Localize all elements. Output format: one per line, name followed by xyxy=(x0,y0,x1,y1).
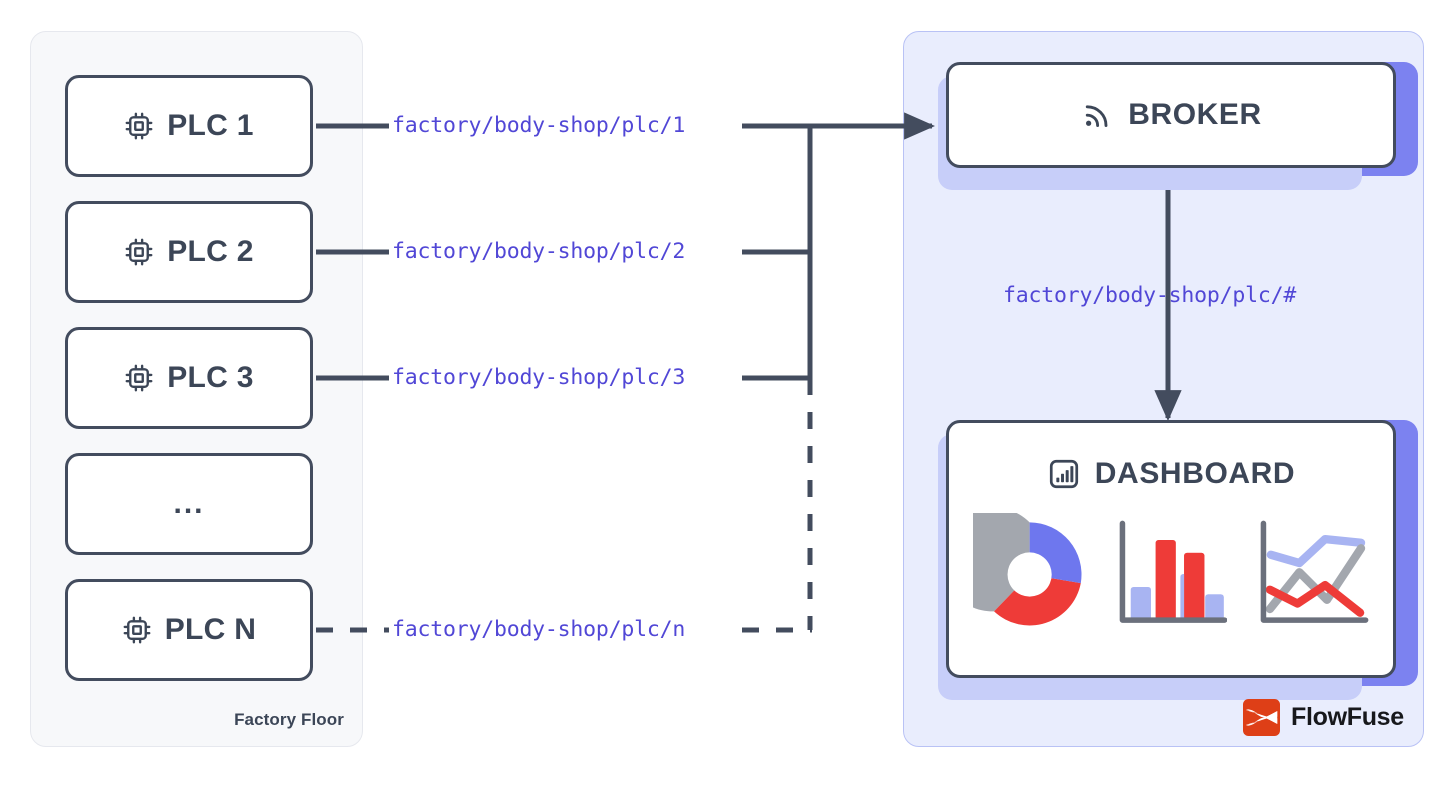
line-chart xyxy=(1260,520,1369,623)
dashboard-node[interactable]: DASHBOARD xyxy=(938,420,1418,700)
topic-label-plc1: factory/body-shop/plc/1 xyxy=(392,113,686,138)
donut-chart xyxy=(973,513,1082,626)
plc-card-label: PLC N xyxy=(164,613,257,646)
plc-card-ellipsis: ... xyxy=(65,453,313,555)
broker-card[interactable]: BROKER xyxy=(946,62,1396,168)
flowfuse-wordmark: FlowFuse xyxy=(1291,703,1404,731)
chip-icon xyxy=(124,111,154,141)
dashboard-label: DASHBOARD xyxy=(1094,457,1296,490)
plc-card-label: PLC 1 xyxy=(167,109,254,142)
topic-label-subscribe: factory/body-shop/plc/# xyxy=(1003,283,1297,308)
dashboard-chart-row xyxy=(949,513,1393,636)
rss-signal-icon xyxy=(1080,100,1114,130)
flowfuse-logo-icon xyxy=(1243,699,1280,736)
chip-icon xyxy=(122,615,152,645)
chip-icon xyxy=(124,363,154,393)
topic-label-plc2: factory/body-shop/plc/2 xyxy=(392,239,686,264)
dashboard-card[interactable]: DASHBOARD xyxy=(946,420,1396,678)
topic-label-plc3: factory/body-shop/plc/3 xyxy=(392,365,686,390)
broker-node[interactable]: BROKER xyxy=(938,62,1418,190)
plc-card-2[interactable]: PLC 2 xyxy=(65,201,313,303)
plc-card-1[interactable]: PLC 1 xyxy=(65,75,313,177)
bar-chart xyxy=(1119,520,1227,623)
chip-icon xyxy=(124,237,154,267)
broker-label: BROKER xyxy=(1128,98,1262,131)
plc-card-label: PLC 3 xyxy=(167,361,254,394)
plc-card-label: PLC 2 xyxy=(167,235,254,268)
factory-floor-caption: Factory Floor xyxy=(234,710,344,729)
bar-chart-icon xyxy=(1047,457,1081,491)
plc-card-n[interactable]: PLC N xyxy=(65,579,313,681)
plc-card-3[interactable]: PLC 3 xyxy=(65,327,313,429)
plc-card-label: ... xyxy=(173,487,205,520)
flowfuse-brand: FlowFuse xyxy=(1243,699,1404,736)
topic-label-plcn: factory/body-shop/plc/n xyxy=(392,617,686,642)
